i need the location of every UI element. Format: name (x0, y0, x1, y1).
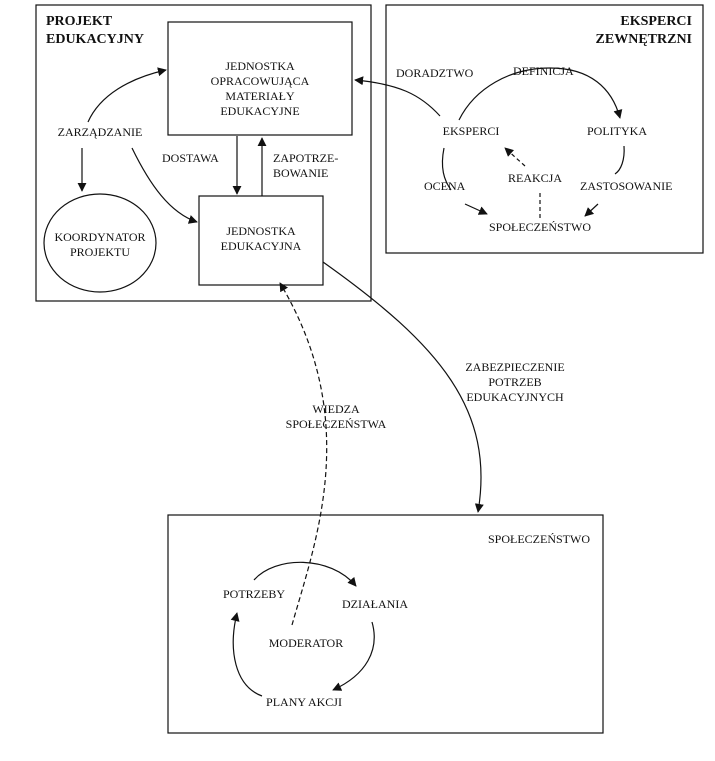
edu-unit-line2: EDUKACYJNA (221, 239, 302, 253)
arrow-ocena (464, 203, 488, 215)
zarzadzanie-label: ZARZĄDZANIE (58, 125, 143, 139)
arrow-zarzadzanie-to-edu-unit (131, 147, 198, 224)
arrow-reakcja (504, 147, 526, 167)
zabezpieczenie-line3: EDUKACYJNYCH (466, 390, 564, 404)
arrow-zabezpieczenie (322, 261, 484, 513)
project-title-line1: PROJEKT (46, 14, 113, 29)
experts-frame (385, 4, 704, 254)
dzialania-node: DZIAŁANIA (342, 597, 408, 611)
reakcja-label: REAKCJA (508, 171, 562, 185)
zapotrzebowanie-line2: BOWANIE (273, 166, 328, 180)
project-frame (35, 4, 372, 302)
arrow-definicja (458, 67, 623, 121)
polityka-node: POLITYKA (587, 124, 647, 138)
wiedza-line1: WIEDZA (312, 402, 360, 416)
definicja-label: DEFINICJA (513, 64, 574, 78)
arrow-dzialania-to-plany (332, 621, 375, 691)
arrow-zastosowanie-upper (614, 145, 625, 175)
arrow-zarzadzanie-to-materials (87, 67, 167, 123)
zabezpieczenie-line2: POTRZEB (488, 375, 541, 389)
experts-title-line1: EKSPERCI (620, 14, 692, 29)
zapotrzebowanie-line1: ZAPOTRZE- (273, 151, 338, 165)
arrow-doradztwo (354, 76, 441, 117)
materials-unit-box (167, 21, 353, 136)
edu-unit-line1: JEDNOSTKA (226, 224, 296, 238)
coordinator-ellipse (43, 193, 157, 293)
eksperci-node: EKSPERCI (443, 124, 500, 138)
arrow-ocena-upper (441, 147, 452, 191)
zabezpieczenie-line1: ZABEZPIECZENIE (465, 360, 564, 374)
experts-title-line2: ZEWNĘTRZNI (596, 32, 692, 47)
society-title: SPOŁECZEŃSTWO (488, 532, 590, 546)
moderator-label: MODERATOR (269, 636, 343, 650)
arrow-plany-to-potrzeby (230, 612, 263, 697)
coordinator-line1: KOORDYNATOR (54, 230, 145, 244)
plany-node: PLANY AKCJI (266, 695, 342, 709)
society-frame (167, 514, 604, 734)
coordinator-line2: PROJEKTU (70, 245, 130, 259)
arrow-potrzeby-to-dzialania (253, 561, 357, 587)
arrow-zastosowanie (584, 203, 599, 217)
materials-unit-line2: OPRACOWUJĄCA (211, 74, 310, 88)
wiedza-line2: SPOŁECZEŃSTWA (286, 417, 387, 431)
dostawa-label: DOSTAWA (162, 151, 219, 165)
experts-society-node: SPOŁECZEŃSTWO (489, 220, 591, 234)
materials-unit-line4: EDUKACYJNE (220, 104, 299, 118)
ocena-label: OCENA (424, 179, 466, 193)
doradztwo-label: DORADZTWO (396, 66, 474, 80)
zastosowanie-label: ZASTOSOWANIE (580, 179, 672, 193)
arrow-wiedza (279, 282, 328, 626)
materials-unit-line1: JEDNOSTKA (225, 59, 295, 73)
materials-unit-line3: MATERIAŁY (225, 89, 295, 103)
edu-unit-box (198, 195, 324, 286)
potrzeby-node: POTRZEBY (223, 587, 285, 601)
project-title-line2: EDUKACYJNY (46, 32, 144, 47)
